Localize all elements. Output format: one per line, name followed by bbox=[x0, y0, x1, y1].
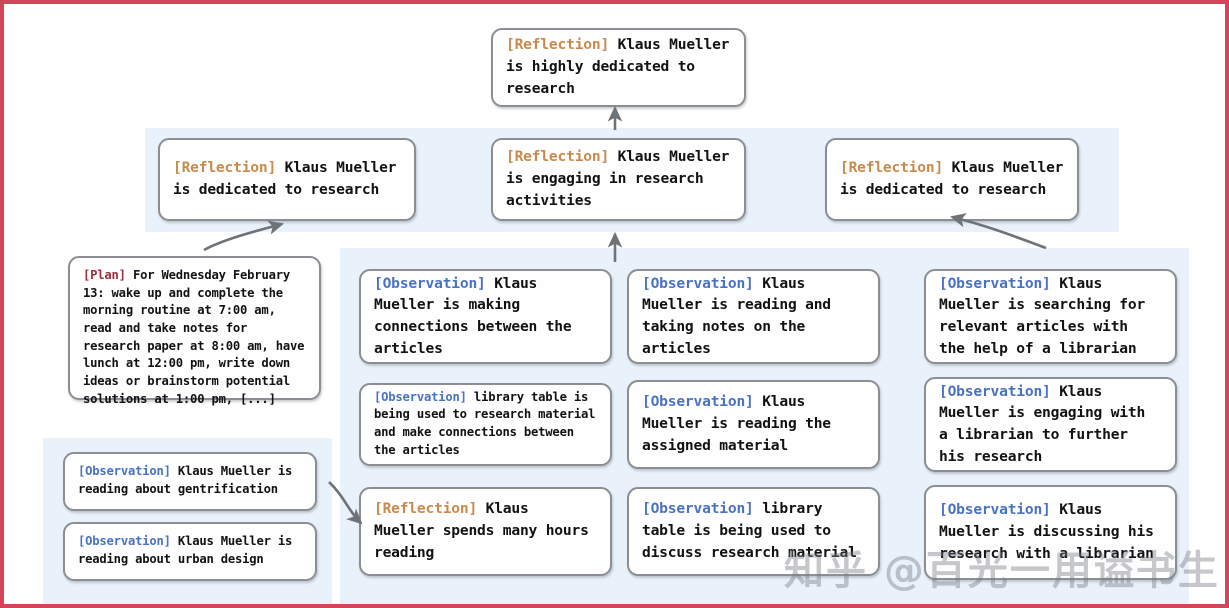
node-root-reflection[interactable]: [Reflection] Klaus Mueller is highly ded… bbox=[491, 28, 746, 107]
node-tag: [Observation] bbox=[939, 501, 1051, 519]
node-text: Klaus Mueller is dedicated to research bbox=[840, 159, 1064, 198]
node-tag: [Observation] bbox=[78, 464, 171, 479]
node-text: Klaus Mueller spends many hours reading bbox=[374, 500, 589, 561]
node-text: Klaus Mueller is highly dedicated to res… bbox=[506, 36, 730, 97]
node-observation-connections[interactable]: [Observation] Klaus Mueller is making co… bbox=[359, 269, 612, 364]
node-text: Klaus Mueller is searching for relevant … bbox=[939, 274, 1146, 357]
node-text: Klaus Mueller is discussing his research… bbox=[939, 501, 1154, 562]
node-tag: [Reflection] bbox=[173, 159, 277, 177]
node-tag: [Observation] bbox=[374, 274, 486, 292]
node-observation-library-table-discuss[interactable]: [Observation] library table is being use… bbox=[627, 487, 880, 576]
node-tag: [Observation] bbox=[374, 389, 467, 404]
node-observation-discussing-librarian[interactable]: [Observation] Klaus Mueller is discussin… bbox=[924, 485, 1177, 580]
node-text: Klaus Mueller is making connections betw… bbox=[374, 274, 572, 357]
node-tag: [Reflection] bbox=[506, 36, 610, 54]
node-plan[interactable]: [Plan] For Wednesday February 13: wake u… bbox=[68, 256, 321, 406]
node-observation-gentrification[interactable]: [Observation] Klaus Mueller is reading a… bbox=[63, 452, 317, 511]
node-text: Klaus Mueller is engaging in research ac… bbox=[506, 148, 730, 209]
node-observation-searching-articles[interactable]: [Observation] Klaus Mueller is searching… bbox=[924, 269, 1177, 364]
node-text: For Wednesday February 13: wake up and c… bbox=[83, 268, 305, 406]
node-text: Klaus Mueller is reading about urban des… bbox=[78, 534, 293, 566]
node-tag: [Observation] bbox=[78, 534, 171, 549]
node-tag: [Observation] bbox=[642, 393, 754, 411]
node-text: Klaus Mueller is engaging with a librari… bbox=[939, 382, 1146, 465]
node-mid-left-reflection[interactable]: [Reflection] Klaus Mueller is dedicated … bbox=[158, 138, 416, 221]
node-tag: [Observation] bbox=[642, 274, 754, 292]
node-observation-engaging-librarian[interactable]: [Observation] Klaus Mueller is engaging … bbox=[924, 377, 1177, 472]
node-mid-center-reflection[interactable]: [Reflection] Klaus Mueller is engaging i… bbox=[491, 138, 746, 221]
node-observation-assigned-material[interactable]: [Observation] Klaus Mueller is reading t… bbox=[627, 380, 880, 469]
node-observation-reading-notes[interactable]: [Observation] Klaus Mueller is reading a… bbox=[627, 269, 880, 364]
node-mid-right-reflection[interactable]: [Reflection] Klaus Mueller is dedicated … bbox=[825, 138, 1079, 221]
node-tag: [Observation] bbox=[939, 274, 1051, 292]
node-tag: [Reflection] bbox=[840, 159, 944, 177]
node-observation-urban-design[interactable]: [Observation] Klaus Mueller is reading a… bbox=[63, 522, 317, 581]
node-text: library table is being used to research … bbox=[374, 389, 596, 457]
node-tag: [Reflection] bbox=[374, 500, 478, 518]
node-tag: [Plan] bbox=[83, 268, 126, 282]
node-reflection-hours-reading[interactable]: [Reflection] Klaus Mueller spends many h… bbox=[359, 487, 612, 576]
node-tag: [Observation] bbox=[642, 500, 754, 518]
node-tag: [Reflection] bbox=[506, 148, 610, 166]
node-observation-library-table-connections[interactable]: [Observation] library table is being use… bbox=[359, 383, 612, 466]
node-text: Klaus Mueller is reading and taking note… bbox=[642, 274, 831, 357]
node-text: Klaus Mueller is dedicated to research bbox=[173, 159, 397, 198]
node-text: Klaus Mueller is reading about gentrific… bbox=[78, 464, 293, 496]
node-tag: [Observation] bbox=[939, 382, 1051, 400]
node-text: Klaus Mueller is reading the assigned ma… bbox=[642, 393, 831, 454]
node-text: library table is being used to discuss r… bbox=[642, 500, 857, 561]
